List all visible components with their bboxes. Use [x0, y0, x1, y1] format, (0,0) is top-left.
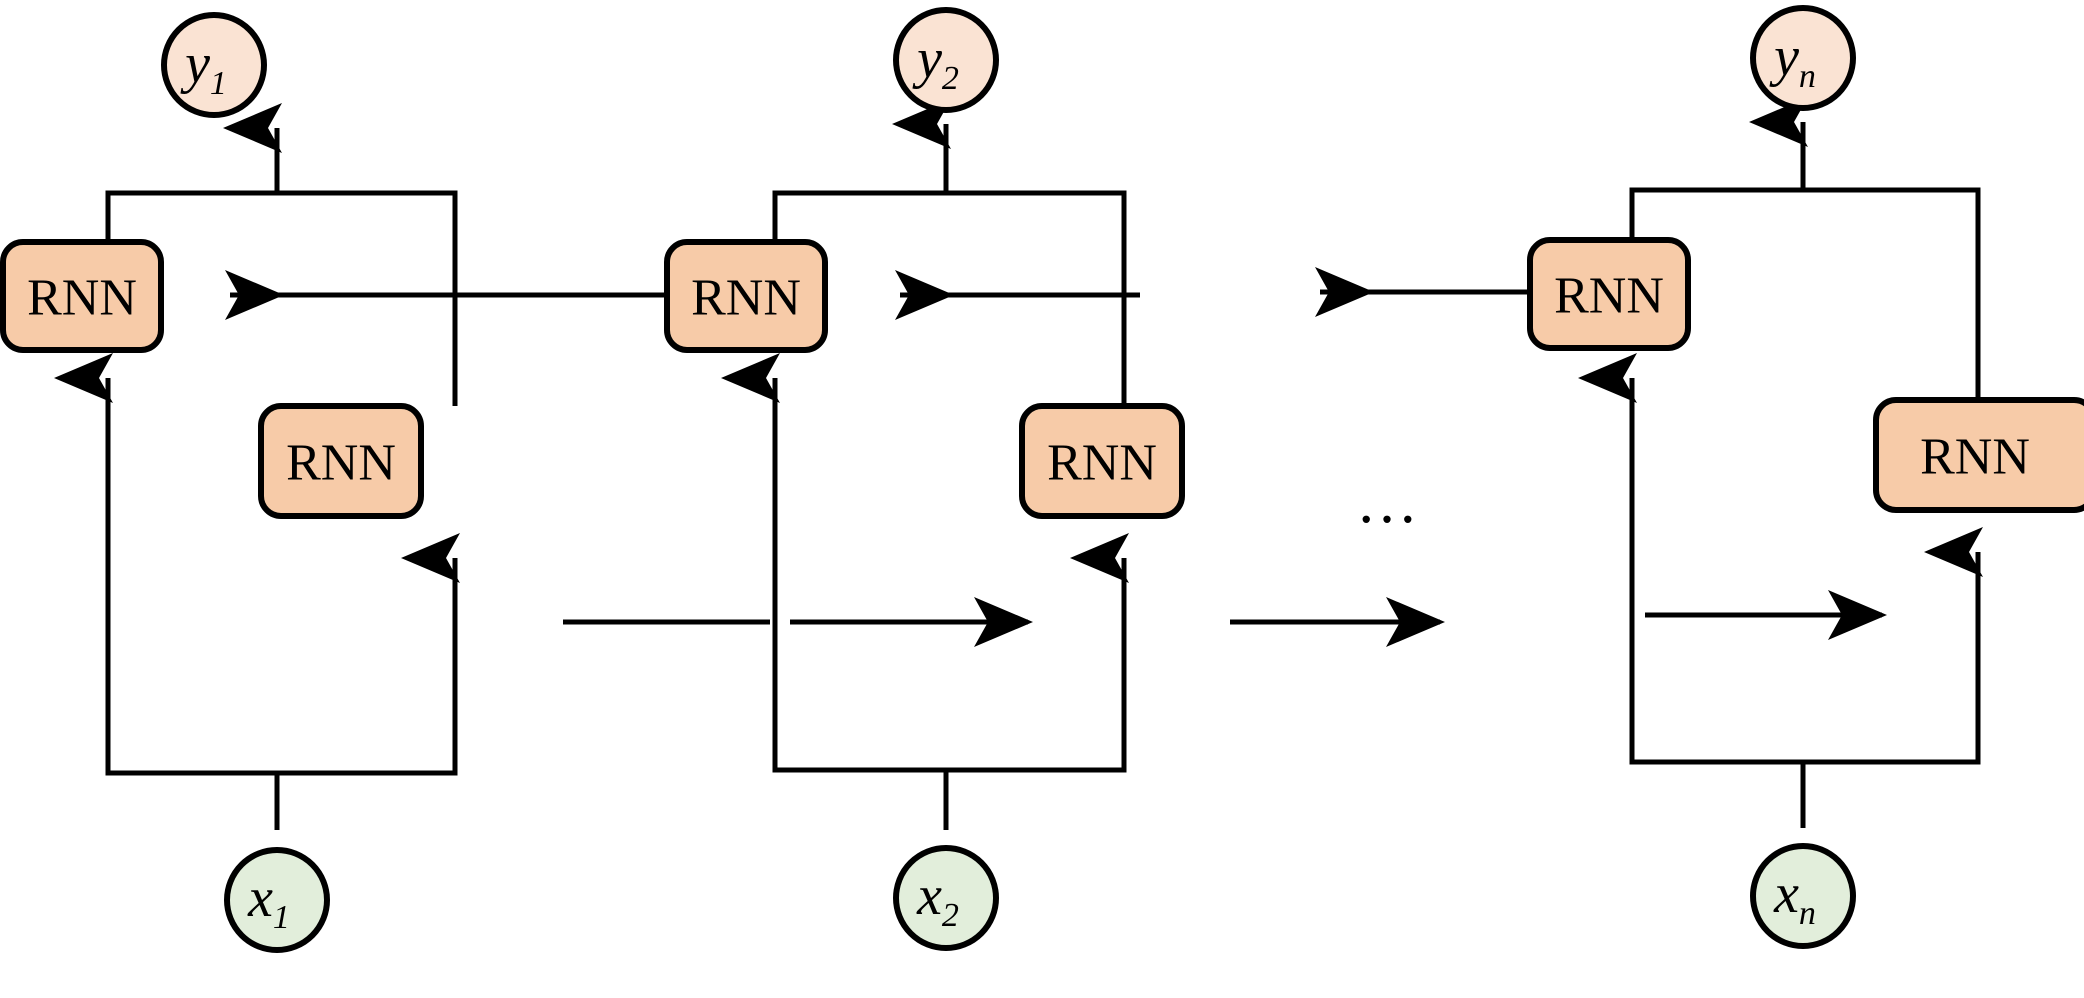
t2-input-bus-wire	[772, 500, 949, 830]
timestep-1-group: RNN RNN y1 x1	[0, 12, 770, 953]
t2-input-bus-right-wire	[946, 588, 1127, 773]
t1-forward-to-output-wire	[277, 190, 458, 406]
t2-output-node-label: y2	[912, 28, 959, 97]
t1-output-node-label: y1	[180, 33, 227, 102]
tn-output-var-main: y	[1769, 26, 1799, 88]
tn-input-node[interactable]	[1750, 843, 1856, 949]
t1-input-node-label: x1	[247, 867, 290, 936]
t2-forward-rnn-label: RNN	[1047, 435, 1157, 492]
tn-output-var-sub: n	[1799, 58, 1816, 95]
t2-output-var-main: y	[912, 28, 942, 90]
tn-forward-rnn-cell[interactable]	[1873, 397, 2084, 513]
t2-output-var-sub: 2	[942, 60, 959, 97]
tn-backward-to-output-wire	[1629, 187, 1803, 240]
t1-output-var-main: y	[180, 33, 210, 95]
t1-backward-rnn-cell[interactable]	[0, 239, 164, 353]
t2-input-node[interactable]	[893, 845, 999, 951]
tn-forward-rnn-label: RNN	[1920, 429, 2030, 486]
t1-output-var-sub: 1	[210, 65, 227, 102]
t2-input-var-main: x	[916, 865, 942, 927]
sequence-ellipsis: …	[1356, 468, 1424, 536]
t2-backward-rnn-cell[interactable]	[664, 239, 828, 353]
t1-forward-rnn-label: RNN	[286, 435, 396, 492]
t2-forward-rnn-cell[interactable]	[1019, 403, 1185, 519]
tn-input-bus-wire	[1629, 500, 1806, 828]
tn-backward-rnn-cell[interactable]	[1527, 237, 1691, 351]
tn-output-node[interactable]	[1750, 5, 1856, 111]
t1-input-bus-right-wire	[277, 588, 458, 776]
t1-output-node[interactable]	[161, 12, 267, 118]
tn-input-var-main: x	[1773, 863, 1799, 925]
t1-input-bus-wire	[105, 500, 280, 830]
t1-forward-rnn-cell[interactable]	[258, 403, 424, 519]
t2-backward-to-output-wire	[772, 190, 946, 242]
tn-output-node-label: yn	[1769, 26, 1816, 95]
tn-backward-rnn-label: RNN	[1554, 268, 1664, 325]
timestep-n-group: RNN RNN yn xn	[1314, 5, 2084, 949]
timestep-2-group: RNN RNN y2 x2	[470, 7, 1446, 951]
t2-forward-to-output-wire	[946, 190, 1127, 406]
t1-input-var-main: x	[247, 867, 273, 929]
tn-input-node-label: xn	[1773, 863, 1816, 932]
t1-backward-to-output-wire	[105, 190, 277, 242]
tn-forward-to-output-wire	[1803, 187, 1981, 400]
tn-input-bus-right-wire	[1803, 586, 1981, 765]
tn-input-var-sub: n	[1799, 895, 1816, 932]
t2-input-node-label: x2	[916, 865, 959, 934]
t1-input-var-sub: 1	[273, 899, 290, 936]
t2-backward-rnn-label: RNN	[691, 270, 801, 327]
t1-input-node[interactable]	[224, 847, 330, 953]
t2-input-var-sub: 2	[942, 897, 959, 934]
t2-output-node[interactable]	[893, 7, 999, 113]
t1-backward-rnn-label: RNN	[27, 270, 137, 327]
